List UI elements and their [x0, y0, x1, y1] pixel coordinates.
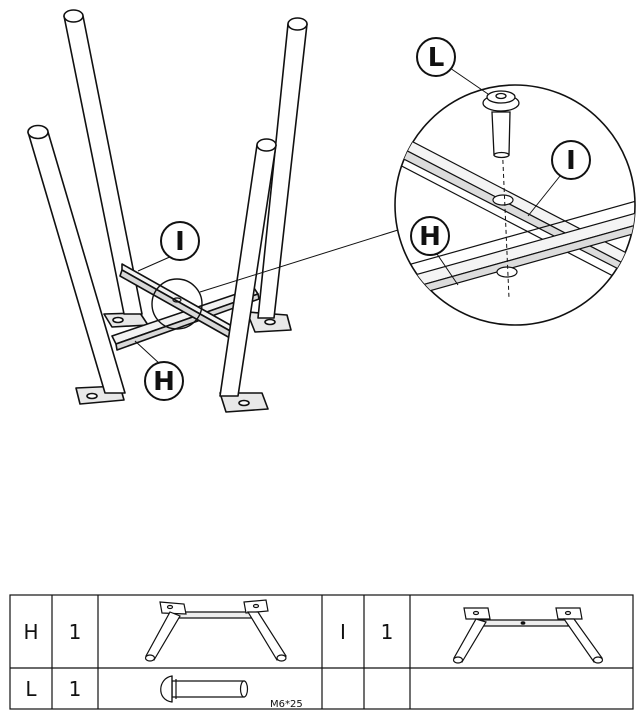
- part-l-qty: 1: [69, 677, 82, 701]
- bolt-icon: [160, 675, 249, 703]
- leg-front-right: [219, 138, 277, 413]
- leg-front-left: [27, 124, 126, 405]
- part-l-spec: M6*25: [270, 699, 303, 710]
- leader-i-main: [137, 255, 173, 272]
- frame-assembly-view: I H: [27, 9, 399, 413]
- bolt-hole-main: [172, 297, 182, 303]
- leader-i-detail: [527, 175, 561, 217]
- part-h-letter: H: [23, 620, 38, 644]
- callout-h-main-label: H: [153, 367, 175, 397]
- part-i-letter: I: [340, 620, 346, 644]
- callout-i-main-label: I: [175, 227, 185, 257]
- callout-i-main-circle: [160, 221, 200, 261]
- leader-h-detail: [436, 253, 459, 286]
- bar-h: [111, 287, 260, 351]
- leg-frame-h-icon: [144, 599, 287, 662]
- detail-bolt-l: [482, 90, 520, 159]
- part-l-letter: L: [25, 677, 37, 701]
- detail-hole-lower: [496, 266, 518, 278]
- callout-l-label: L: [428, 43, 445, 73]
- callout-i-detail-label: I: [566, 146, 576, 176]
- part-h-qty: 1: [69, 620, 82, 644]
- callout-h-main-circle: [144, 361, 184, 401]
- leader-l: [449, 67, 489, 95]
- callout-h-detail-label: H: [419, 222, 441, 252]
- detail-bar-h: [395, 199, 635, 303]
- callout-l-circle: [416, 37, 456, 77]
- detail-view: L I H: [394, 37, 636, 326]
- parts-table: H 1 I 1: [9, 594, 634, 710]
- leg-back-right: [246, 17, 308, 333]
- leader-h-main: [134, 340, 161, 365]
- detail-marker-circle: [151, 278, 203, 330]
- leader-to-detail: [199, 229, 399, 293]
- table-row: H 1: [23, 599, 287, 662]
- callout-h-detail-circle: [410, 216, 450, 256]
- table-row: I 1: [340, 607, 604, 664]
- part-i-qty: 1: [381, 620, 394, 644]
- table-row: L 1 M6*25: [25, 675, 303, 710]
- detail-hole-upper: [492, 194, 514, 206]
- callout-i-detail-circle: [551, 140, 591, 180]
- leg-frame-i-icon: [452, 607, 604, 664]
